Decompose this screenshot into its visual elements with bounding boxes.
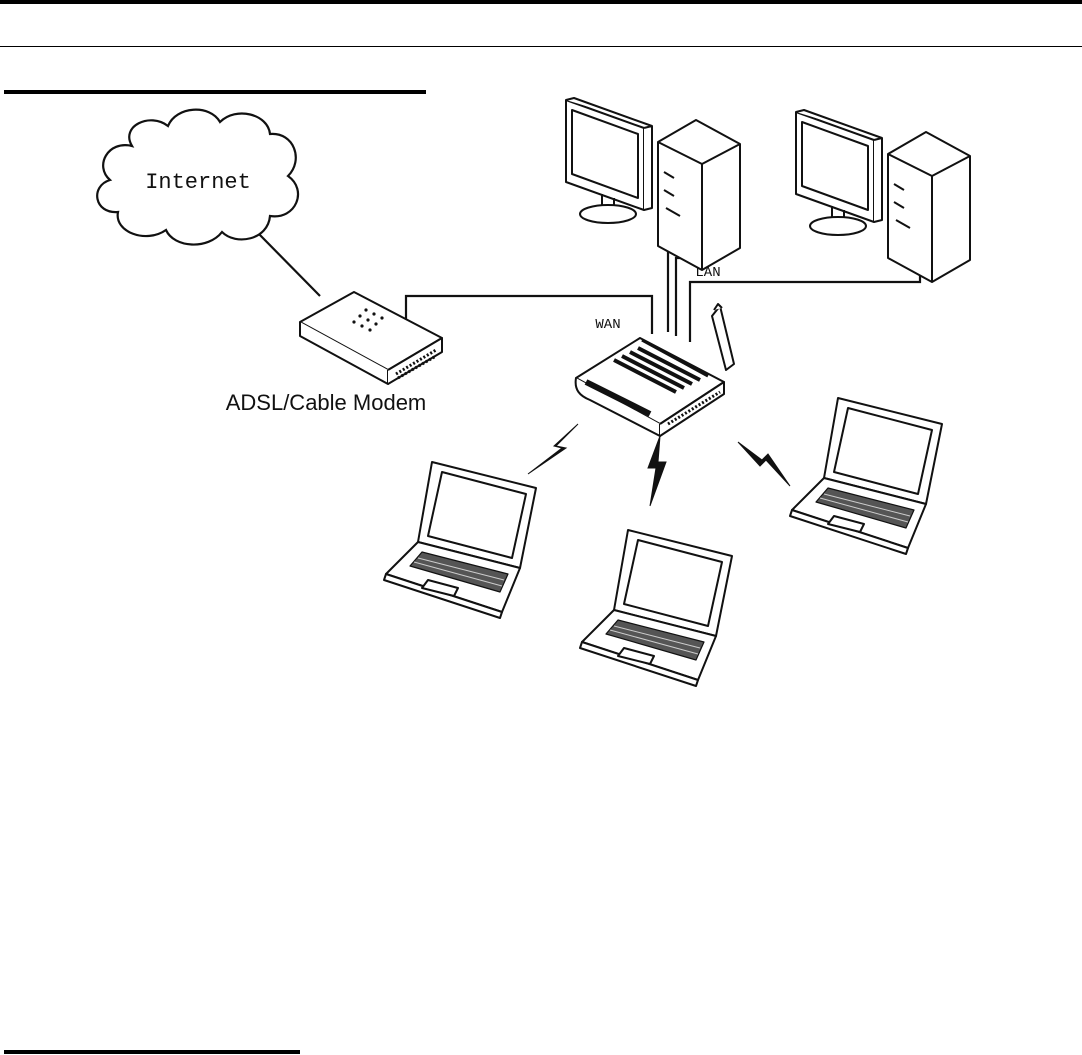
modem-label: ADSL/Cable Modem	[226, 390, 427, 415]
internet-label: Internet	[145, 170, 251, 195]
desktop-computer-icon	[566, 98, 740, 270]
wireless-signal-icon	[738, 442, 790, 486]
modem-icon	[300, 292, 442, 384]
wan-label: WAN	[595, 317, 620, 333]
wireless-signal-icon	[528, 424, 578, 474]
desktop-computer-icon	[796, 110, 970, 282]
laptop-icon	[790, 398, 942, 554]
internet-modem-cable	[257, 232, 320, 296]
wireless-signal-icon	[648, 436, 666, 506]
router-lan-cable-2	[676, 250, 686, 336]
laptop-icon	[384, 462, 536, 618]
laptop-icon	[580, 530, 732, 686]
